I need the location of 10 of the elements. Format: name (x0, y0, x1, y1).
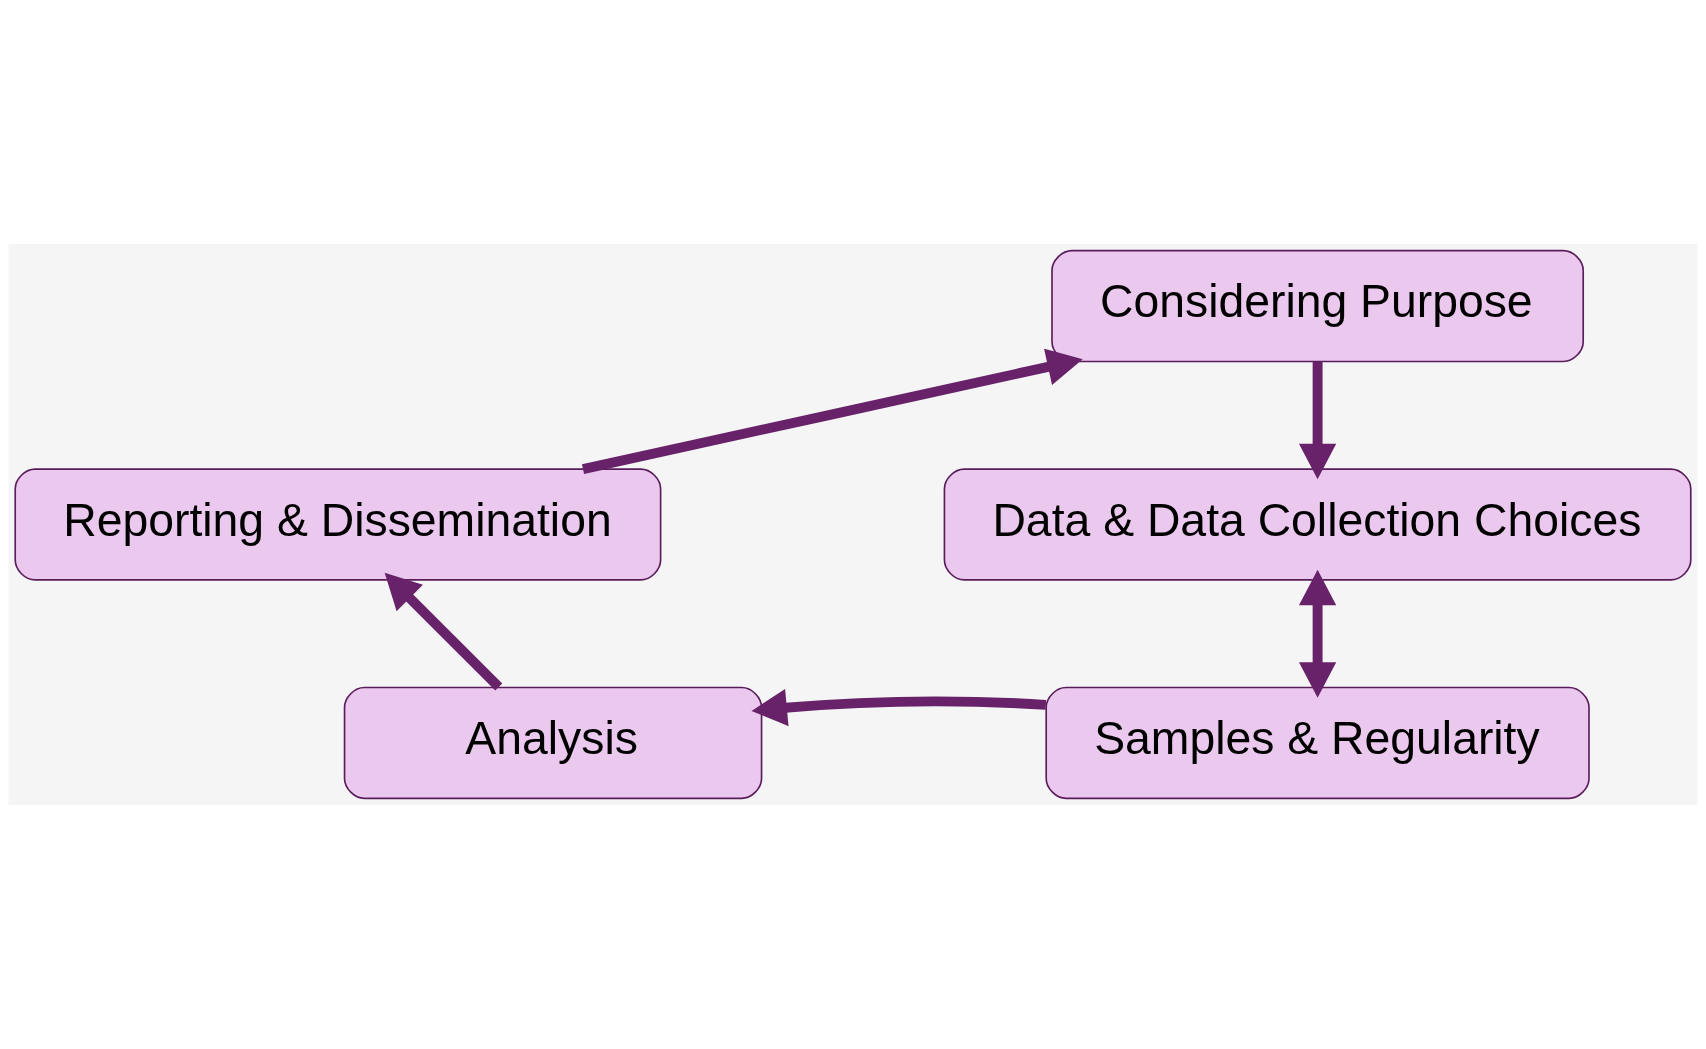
arrow (581, 348, 1083, 474)
node-box: Samples & Regularity (1045, 686, 1590, 800)
arrow (1298, 362, 1337, 480)
arrow (751, 689, 1047, 727)
node-box: Reporting & Dissemination (14, 468, 662, 581)
arrow (1298, 569, 1337, 698)
node-box: Analysis (343, 686, 763, 800)
node-box: Data & Data Collection Choices (943, 468, 1692, 581)
arrow (384, 572, 503, 691)
node-box: Considering Purpose (1051, 249, 1585, 363)
